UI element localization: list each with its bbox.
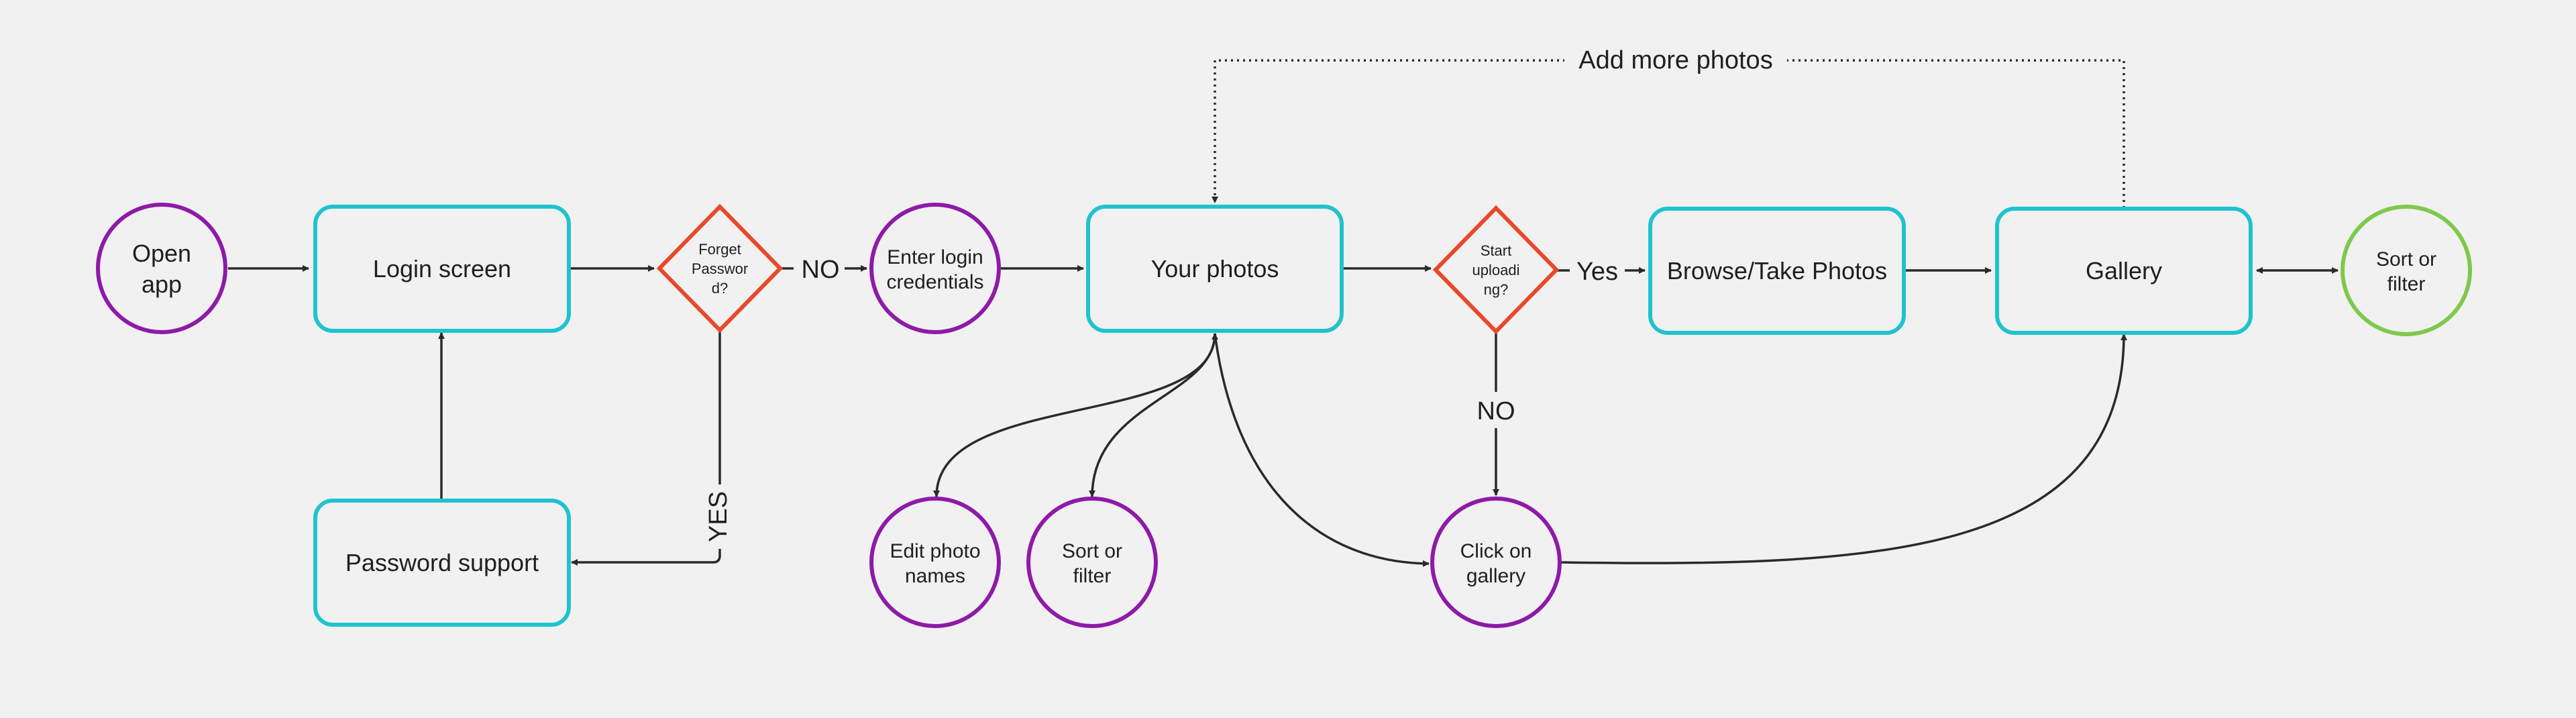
yes-label-bg-1 (704, 484, 735, 549)
node-enter-login-line-2: credentials (886, 271, 983, 293)
node-sort-filter-right-line-2: filter (2387, 273, 2426, 295)
edge-gallery-to-photos (1212, 59, 2125, 208)
edge-photos-to-click (1214, 333, 1430, 567)
edge-label-no-1: NO (802, 256, 840, 284)
node-sort-filter-left-line-1: Sort or (1062, 540, 1122, 562)
node-start-uploading: Start uploadi ng? (1432, 205, 1560, 335)
node-sort-filter-left-line-2: filter (1073, 565, 1112, 587)
node-click-gallery: Click on gallery (1430, 497, 1562, 628)
node-forget-password-line-3: d? (712, 280, 728, 297)
node-click-gallery-line-2: gallery (1466, 565, 1525, 587)
node-enter-login: Enter login credentials (869, 203, 1001, 334)
node-start-uploading-line-1: Start (1481, 242, 1511, 259)
no-label-bg-2 (1471, 392, 1521, 428)
add-more-label-bg (1564, 42, 1787, 79)
node-edit-photo-names-line-1: Edit photo (890, 540, 980, 562)
edge-photos-to-edit (933, 333, 1218, 497)
node-forget-password: Forget Passwor d? (656, 203, 784, 334)
node-your-photos-label: Your photos (1151, 255, 1279, 283)
node-start-uploading-line-3: ng? (1484, 281, 1509, 298)
node-start-uploading-line-2: uploadi (1472, 262, 1520, 278)
node-gallery-label: Gallery (2086, 257, 2162, 285)
edge-label-yes-1: YES (704, 491, 733, 542)
node-open-app: Open app (96, 203, 227, 334)
node-edit-photo-names-line-2: names (905, 565, 965, 587)
node-browse-take-label: Browse/Take Photos (1667, 257, 1887, 285)
edge-photos-to-sort-left (1089, 333, 1216, 497)
node-login-screen-label: Login screen (373, 255, 511, 283)
node-edit-photo-names: Edit photo names (869, 497, 1001, 628)
yes-label-bg-2 (1570, 254, 1625, 287)
node-sort-filter-left: Sort or filter (1026, 497, 1158, 628)
node-password-support-label: Password support (345, 549, 539, 576)
node-gallery: Gallery (1995, 207, 2253, 335)
node-forget-password-line-1: Forget (698, 241, 741, 258)
node-login-screen: Login screen (313, 205, 571, 333)
node-open-app-line-2: app (142, 270, 182, 298)
node-click-gallery-line-1: Click on (1460, 540, 1532, 562)
no-label-bg-1 (794, 251, 845, 285)
edge-label-yes-2: Yes (1576, 258, 1618, 286)
edge-label-no-2: NO (1477, 397, 1515, 425)
node-open-app-line-1: Open (132, 240, 191, 267)
node-sort-filter-right: Sort or filter (2341, 205, 2472, 336)
edge-click-to-gallery (1560, 334, 2127, 564)
node-browse-take: Browse/Take Photos (1648, 207, 1906, 335)
node-sort-filter-right-line-1: Sort or (2376, 248, 2436, 270)
node-forget-password-line-2: Passwor (692, 260, 748, 277)
node-enter-login-line-1: Enter login (887, 246, 983, 268)
edge-label-add-more: Add more photos (1578, 46, 1772, 74)
node-password-support: Password support (313, 499, 571, 627)
edge-forget-to-support (571, 330, 721, 566)
node-your-photos: Your photos (1086, 205, 1344, 333)
